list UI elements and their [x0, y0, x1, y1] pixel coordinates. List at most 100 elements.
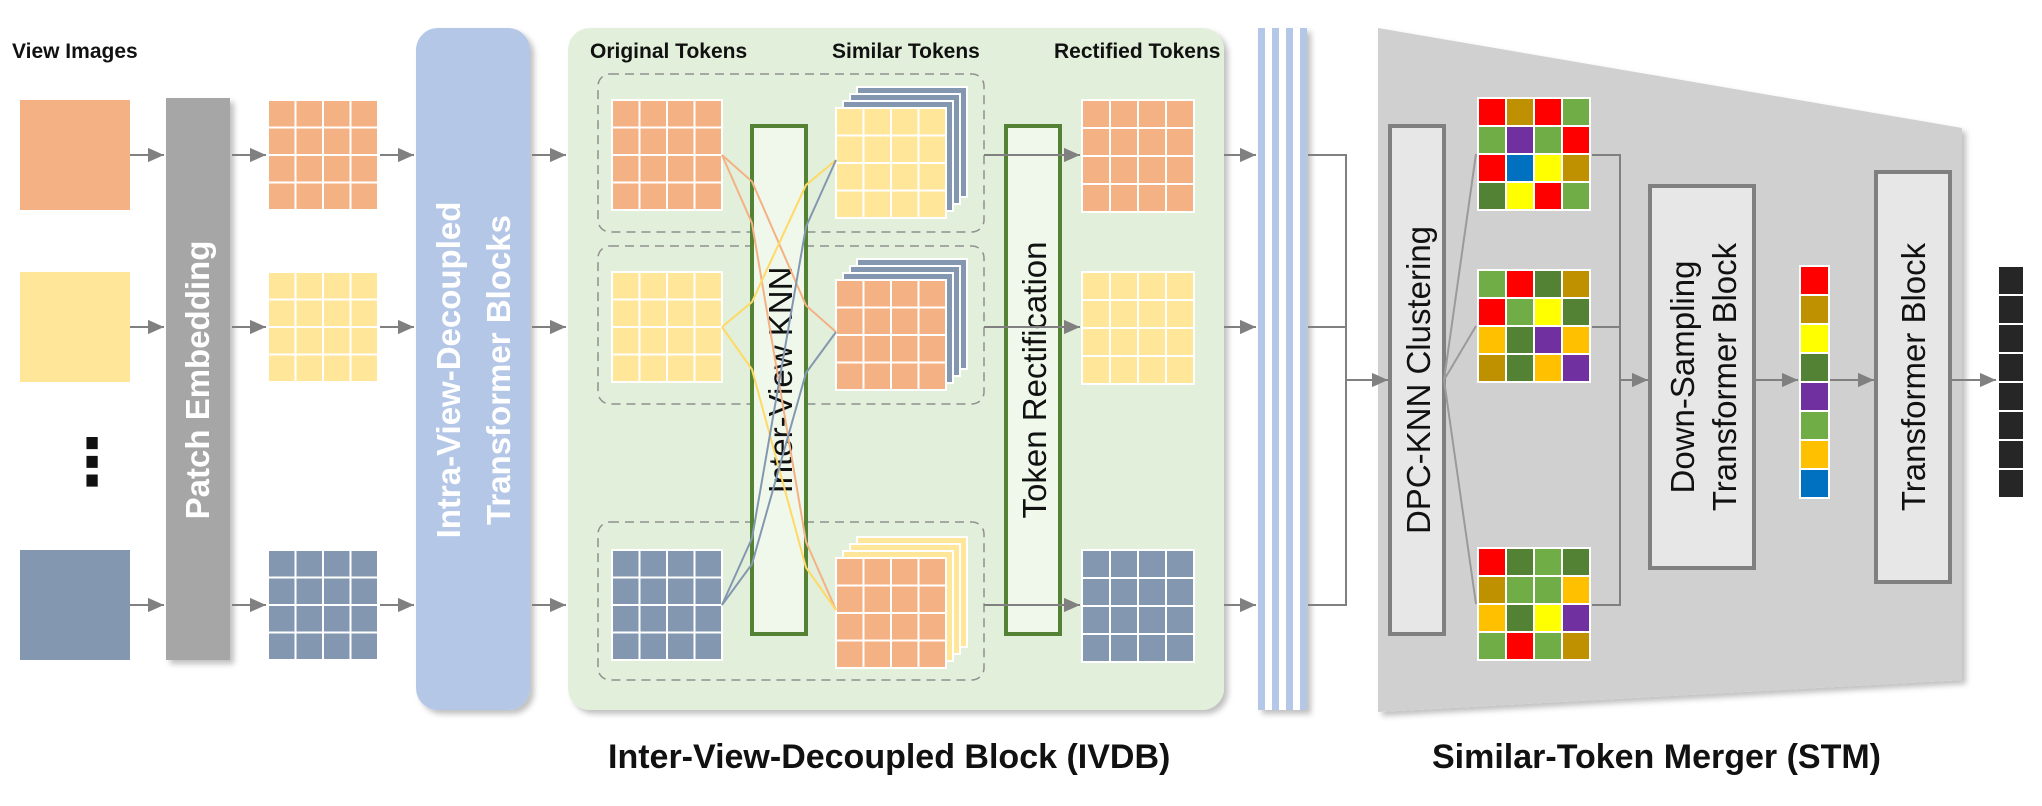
- down-sampling-label-line1: Down-Sampling: [1664, 261, 1701, 494]
- similar-token-stack-3: [835, 536, 968, 669]
- view-images-label: View Images: [12, 40, 138, 63]
- cluster-cell: [1533, 297, 1563, 327]
- transformer-block-label: Transformer Block: [1895, 242, 1932, 511]
- cluster-cell: [1477, 297, 1507, 327]
- knn-link-2-1: [721, 159, 837, 328]
- similar-tokens-label: Similar Tokens: [832, 40, 980, 63]
- merged-token: [1799, 468, 1830, 499]
- ivdb-row-group-1: [597, 73, 985, 233]
- cluster-cell: [1505, 325, 1535, 355]
- view-image-1: [20, 100, 130, 210]
- cluster-cell: [1561, 575, 1591, 605]
- patch-token-grid-2: [267, 271, 379, 383]
- cluster-cell: [1477, 125, 1507, 155]
- cluster-cell: [1533, 181, 1563, 211]
- original-tokens-label: Original Tokens: [590, 40, 747, 63]
- token-grids: [267, 86, 1195, 669]
- output-token: [1997, 265, 2025, 296]
- stm-caption: Similar-Token Merger (STM): [1432, 738, 1881, 776]
- cluster-cell: [1505, 153, 1535, 183]
- patch-token-grid-1: [267, 99, 379, 211]
- output-token: [1997, 294, 2025, 325]
- down-sampling-block: [1648, 184, 1756, 570]
- merged-token: [1799, 323, 1830, 354]
- rectified-token-grid-2: [1081, 271, 1195, 385]
- cluster-cell: [1505, 631, 1535, 661]
- output-token: [1997, 352, 2025, 383]
- original-token-grid-2: [611, 271, 723, 383]
- intra-view-block: [416, 28, 530, 710]
- cluster-grids: [1477, 97, 2025, 661]
- output-token: [1997, 439, 2025, 470]
- cluster-cell: [1561, 181, 1591, 211]
- cluster-cell: [1477, 353, 1507, 383]
- merged-token: [1799, 294, 1830, 325]
- cluster-cell: [1533, 97, 1563, 127]
- view-image-2: [20, 272, 130, 382]
- cluster-cell: [1533, 125, 1563, 155]
- down-sampling-label-line2: Transformer Block: [1706, 242, 1743, 511]
- feature-stack-bar: [1258, 28, 1307, 710]
- cluster-cell: [1561, 547, 1591, 577]
- cluster-cell: [1533, 325, 1563, 355]
- intra-view-label-line1: Intra-View-Decoupled: [430, 202, 467, 539]
- cluster-cell: [1561, 353, 1591, 383]
- output-token: [1997, 323, 2025, 354]
- rectified-token-grid-3: [1081, 549, 1195, 663]
- token-rectification-label: Token Rectification: [1016, 242, 1053, 519]
- output-token-column: [1997, 265, 2025, 499]
- cluster-cell: [1477, 269, 1507, 299]
- cluster-cell: [1533, 269, 1563, 299]
- cluster-cell: [1505, 575, 1535, 605]
- cluster-grid-3: [1477, 547, 1591, 661]
- similar-token-stack-2: [835, 258, 968, 391]
- similar-token-stack-1: [835, 86, 968, 219]
- original-token-grid-1: [611, 99, 723, 211]
- cluster-cell: [1533, 353, 1563, 383]
- cluster-grid-2: [1477, 269, 1591, 383]
- cluster-cell: [1561, 269, 1591, 299]
- cluster-cell: [1505, 269, 1535, 299]
- cluster-cell: [1533, 547, 1563, 577]
- merged-token: [1799, 352, 1830, 383]
- cluster-cell: [1505, 125, 1535, 155]
- merged-token: [1799, 439, 1830, 470]
- cluster-cell: [1533, 575, 1563, 605]
- connector-lines: [130, 147, 1996, 613]
- patch-embedding-label: Patch Embedding: [179, 241, 216, 520]
- patch-token-grid-3: [267, 549, 379, 661]
- similar-token-stack-2-front: [835, 279, 947, 391]
- rectified-tokens-label: Rectified Tokens: [1054, 40, 1220, 63]
- cluster-cell: [1561, 631, 1591, 661]
- dpc-knn-label: DPC-KNN Clustering: [1400, 226, 1437, 534]
- cluster-cell: [1561, 603, 1591, 633]
- original-token-grid-3: [611, 549, 723, 661]
- cluster-cell: [1561, 297, 1591, 327]
- patch-embedding-block: [166, 98, 230, 660]
- cluster-cell: [1477, 603, 1507, 633]
- knn-link-3-2: [721, 331, 837, 606]
- cluster-cell: [1533, 631, 1563, 661]
- knn-link-3-1: [721, 159, 837, 606]
- view-image-n: [20, 550, 130, 660]
- token-rectification-block: [1004, 124, 1062, 636]
- cluster-cell: [1561, 153, 1591, 183]
- output-token: [1997, 381, 2025, 412]
- intra-view-label-line2: Transformer Blocks: [480, 215, 517, 525]
- cluster-cell: [1533, 153, 1563, 183]
- cluster-cell: [1477, 325, 1507, 355]
- output-token: [1997, 410, 2025, 441]
- output-token: [1997, 468, 2025, 499]
- ivdb-caption: Inter-View-Decoupled Block (IVDB): [608, 738, 1170, 776]
- cluster-cell: [1505, 181, 1535, 211]
- merged-token-column: [1799, 265, 1830, 499]
- cluster-cell: [1505, 297, 1535, 327]
- cluster-cell: [1505, 97, 1535, 127]
- cluster-cell: [1533, 603, 1563, 633]
- cluster-cell: [1477, 153, 1507, 183]
- cluster-cell: [1477, 575, 1507, 605]
- cluster-cell: [1477, 97, 1507, 127]
- cluster-cell: [1505, 603, 1535, 633]
- cluster-cell: [1561, 325, 1591, 355]
